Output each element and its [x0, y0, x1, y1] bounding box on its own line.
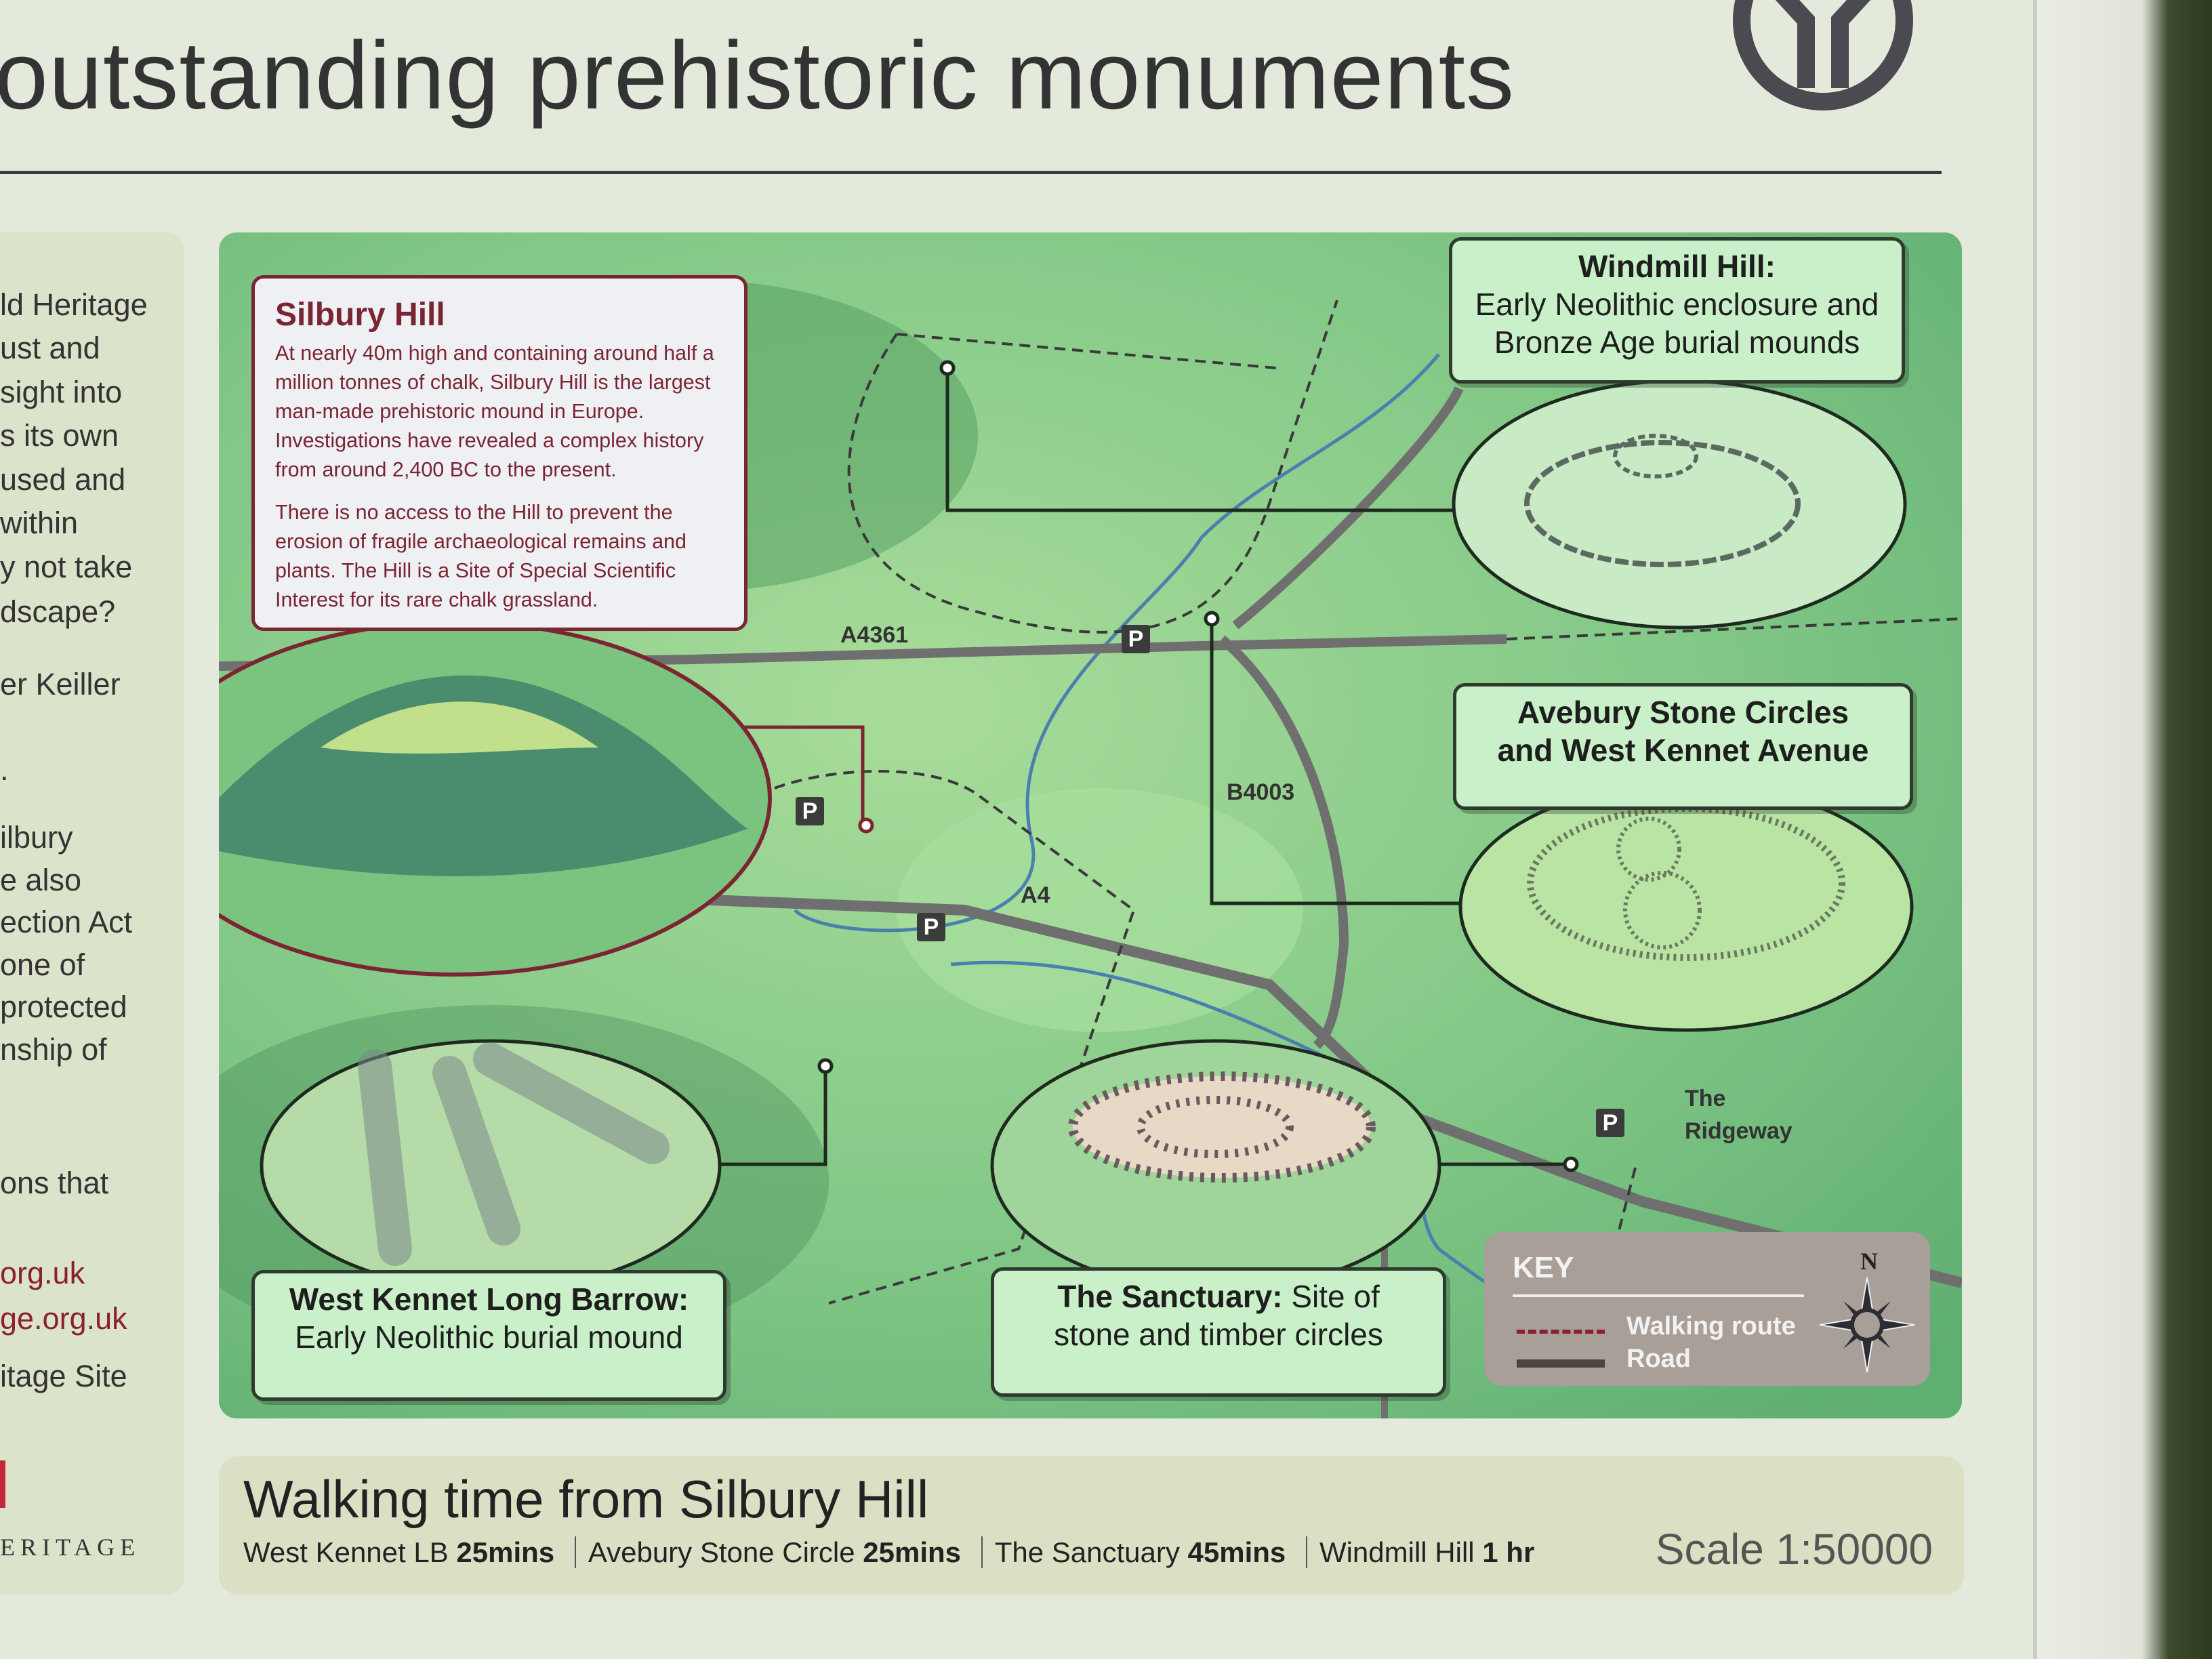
text-line: within: [0, 506, 79, 540]
walking-time-item: West Kennet LB 25mins: [243, 1536, 555, 1568]
location-marker: [1204, 611, 1220, 627]
sanctuary-title: The Sanctuary:: [1057, 1279, 1283, 1314]
background-grass: [2037, 0, 2212, 1659]
silbury-hill-access-note: There is no access to the Hill to preven…: [275, 501, 687, 611]
key-walking-route: Walking route: [1626, 1312, 1796, 1340]
text-line: y not take: [0, 550, 133, 584]
silbury-leader: [720, 725, 865, 829]
text-line: er Keiller: [0, 667, 121, 701]
windmill-hill-vignette: [1452, 379, 1907, 630]
map-illustration: [219, 232, 1962, 1418]
walking-time-item: The Sanctuary 45mins: [994, 1536, 1286, 1568]
west-kennet-title: West Kennet Long Barrow:: [289, 1282, 689, 1317]
text-line: s its own: [0, 418, 119, 453]
left-text-column: [0, 232, 184, 1595]
text-line: ld Heritage: [0, 287, 148, 322]
compass-rose-icon: [1819, 1277, 1915, 1373]
website-link[interactable]: org.uk: [0, 1256, 85, 1290]
key-divider: [1513, 1294, 1804, 1297]
title-divider: [0, 171, 1942, 174]
road-label-a4361: A4361: [840, 622, 909, 648]
windmill-hill-label: Windmill Hill: Early Neolithic enclosure…: [1449, 237, 1905, 384]
parking-icon: P: [917, 913, 945, 941]
road: [1232, 386, 1464, 630]
silbury-hill-info-panel: Silbury Hill At nearly 40m high and cont…: [251, 275, 747, 631]
location-marker: [1563, 1156, 1579, 1172]
road-b4003: [1218, 635, 1349, 1049]
callout-leaders: [720, 368, 1571, 1166]
english-heritage-logo-text: ERITAGE: [0, 1534, 141, 1561]
sanctuary-label: The Sanctuary: Site of stone and timber …: [991, 1267, 1446, 1397]
walking-times-list: West Kennet LB 25mins Avebury Stone Circ…: [243, 1536, 1534, 1569]
location-marker: [939, 360, 956, 376]
map-terrain: [219, 232, 1962, 1418]
text-line: one of: [0, 947, 85, 982]
text-line: dscape?: [0, 594, 116, 629]
text-line: protected: [0, 989, 127, 1024]
text-line: sight into: [0, 375, 123, 409]
map-scale: Scale 1:50000: [1655, 1525, 1933, 1574]
silbury-marker: [858, 817, 874, 834]
text-line: ilbury: [0, 820, 73, 855]
text-line: itage Site: [0, 1359, 127, 1393]
parking-icon: P: [1122, 625, 1150, 653]
west-kennet-description: Early Neolithic burial mound: [295, 1319, 683, 1355]
walking-time-item: Windmill Hill 1 hr: [1319, 1536, 1535, 1568]
avebury-vignette: [1458, 781, 1914, 1032]
silbury-hill-title: Silbury Hill: [275, 297, 445, 333]
page-title: outstanding prehistoric monuments: [0, 22, 1515, 129]
avebury-label-line1: Avebury Stone Circles: [1517, 695, 1849, 730]
key-road: Road: [1626, 1345, 1691, 1373]
text-line: ection Act: [0, 905, 133, 939]
walking-route-swatch: [1517, 1330, 1605, 1334]
map-key: KEY Walking route Road N: [1484, 1232, 1930, 1386]
text-line: ons that: [0, 1166, 109, 1200]
world-heritage-logo: [1733, 0, 1913, 110]
west-kennet-label: West Kennet Long Barrow: Early Neolithic…: [251, 1270, 726, 1401]
text-line: nship of: [0, 1032, 107, 1067]
windmill-hill-title: Windmill Hill:: [1578, 249, 1776, 284]
location-marker: [817, 1058, 834, 1074]
north-label: N: [1860, 1248, 1878, 1275]
road-label-a4: A4: [1021, 882, 1050, 908]
silbury-hill-description: At nearly 40m high and containing around…: [275, 342, 714, 481]
walking-times-title: Walking time from Silbury Hill: [243, 1469, 929, 1529]
text-line: e also: [0, 863, 82, 897]
walking-route: [847, 300, 1338, 634]
walking-time-item: Avebury Stone Circle 25mins: [588, 1536, 962, 1568]
sanctuary-desc-a: Site of: [1291, 1279, 1380, 1314]
ridgeway-label-1: The: [1685, 1086, 1726, 1111]
walking-times-bar: Walking time from Silbury Hill West Kenn…: [219, 1456, 1964, 1595]
avebury-label: Avebury Stone Circles and West Kennet Av…: [1453, 683, 1913, 810]
windmill-hill-description: Early Neolithic enclosure and Bronze Age…: [1475, 287, 1879, 360]
english-heritage-logo-mark: [0, 1460, 5, 1508]
key-title: KEY: [1513, 1251, 1574, 1284]
ridgeway-label-2: Ridgeway: [1685, 1118, 1793, 1144]
text-line: .: [0, 752, 9, 787]
avebury-label-line2: and West Kennet Avenue: [1497, 733, 1869, 768]
parking-icon: P: [796, 797, 824, 825]
road-label-b4003: B4003: [1227, 779, 1295, 805]
text-line: ust and: [0, 331, 100, 365]
sanctuary-desc-b: stone and timber circles: [1054, 1317, 1383, 1352]
text-line: used and: [0, 462, 126, 497]
road-swatch: [1517, 1359, 1605, 1368]
parking-icon: P: [1596, 1109, 1624, 1137]
website-link[interactable]: ge.org.uk: [0, 1301, 127, 1336]
